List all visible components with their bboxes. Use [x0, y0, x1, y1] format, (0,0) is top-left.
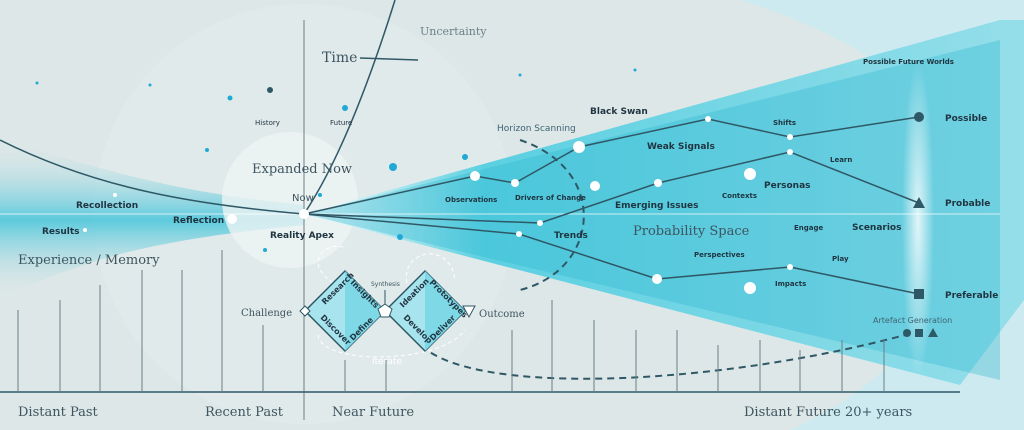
label-horizon-scanning: Horizon Scanning	[497, 124, 576, 134]
artefact-circle-icon	[903, 329, 911, 337]
label-impacts: Impacts	[775, 280, 806, 288]
axis-near-future: Near Future	[332, 405, 414, 420]
label-recollection: Recollection	[76, 201, 138, 211]
label-probable: Probable	[945, 199, 990, 209]
artefact-feedback-arrow	[409, 324, 906, 380]
label-play: Play	[832, 255, 849, 263]
scattered-dots	[35, 68, 637, 252]
axis-recent-past: Recent Past	[205, 405, 284, 420]
label-black-swan: Black Swan	[590, 107, 648, 117]
label-scenarios: Scenarios	[852, 223, 901, 233]
label-contexts: Contexts	[722, 192, 757, 200]
probability-fan	[304, 20, 1024, 385]
label-challenge: Challenge	[241, 308, 292, 319]
label-preferable: Preferable	[945, 291, 998, 301]
expanded-now-circle	[222, 132, 358, 268]
label-perspectives: Perspectives	[694, 251, 745, 259]
probable-marker-icon	[913, 197, 925, 208]
time-arrow	[359, 57, 419, 61]
label-artefact-generation: Artefact Generation	[873, 316, 952, 325]
possible-marker-icon	[914, 112, 924, 122]
label-shifts: Shifts	[773, 119, 796, 127]
label-iterate: Iterate	[372, 357, 402, 367]
outcome-marker-icon	[462, 305, 476, 319]
label-synthesis: Synthesis	[371, 281, 400, 288]
artefact-square-icon	[915, 329, 923, 337]
axis-distant-past: Distant Past	[18, 405, 99, 420]
label-learn: Learn	[830, 156, 852, 164]
label-emerging-issues: Emerging Issues	[615, 201, 699, 211]
synthesis-pentagon-icon	[377, 303, 393, 318]
timeline-ticks	[17, 250, 885, 392]
label-now: Now	[292, 193, 314, 204]
path-nodes	[83, 116, 793, 294]
label-trends: Trends	[554, 231, 588, 241]
past-curve	[0, 139, 305, 215]
dark-dot	[267, 87, 273, 93]
label-outcome: Outcome	[479, 309, 525, 320]
label-probability-space: Probability Space	[633, 224, 750, 239]
label-history: History	[255, 119, 280, 127]
past-band	[0, 140, 304, 300]
label-observations: Observations	[445, 196, 497, 204]
challenge-marker-icon	[299, 305, 311, 317]
label-drivers-of-change: Drivers of Change	[515, 194, 586, 202]
artefact-triangle-icon	[928, 328, 938, 337]
label-expanded-now: Expanded Now	[252, 162, 352, 177]
label-uncertainty: Uncertainty	[420, 25, 487, 38]
label-possible: Possible	[945, 114, 987, 124]
label-time: Time	[322, 50, 357, 66]
label-experience-memory: Experience / Memory	[18, 253, 160, 268]
label-future: Future	[330, 119, 352, 127]
double-diamond	[299, 245, 476, 358]
fan-core	[304, 40, 1000, 380]
label-reflection: Reflection	[173, 216, 224, 226]
label-weak-signals: Weak Signals	[647, 142, 715, 152]
label-results: Results	[42, 227, 80, 237]
label-reality-apex: Reality Apex	[270, 231, 334, 241]
axis-distant-future: Distant Future 20+ years	[744, 405, 912, 420]
label-personas: Personas	[764, 181, 811, 191]
future-worlds-glow	[902, 60, 934, 380]
label-possible-future-worlds: Possible Future Worlds	[863, 58, 954, 66]
preferable-marker-icon	[914, 289, 924, 299]
horizon-scanning-arc	[519, 139, 585, 291]
label-engage: Engage	[794, 224, 824, 232]
uncertainty-curve	[303, 0, 396, 215]
